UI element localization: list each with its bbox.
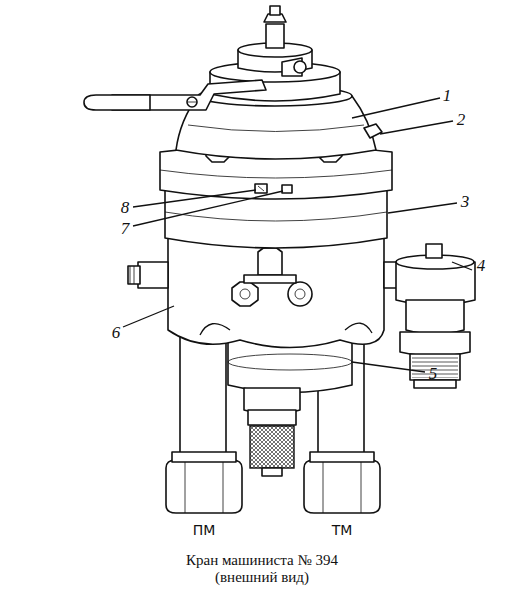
- reducer-valve: [396, 244, 475, 388]
- main-body: [128, 238, 400, 348]
- pipe-label: ТМ: [332, 523, 353, 537]
- figure-caption: Кран машиниста № 394 (внешний вид): [167, 552, 357, 587]
- callout-number: 2: [457, 111, 466, 128]
- callout-number: 4: [477, 257, 486, 274]
- pipe-label: ПМ: [193, 523, 216, 537]
- leader-lines: [123, 98, 472, 372]
- lower-body: [228, 340, 352, 476]
- handle-assembly: [84, 6, 340, 110]
- callout-number: 1: [443, 87, 452, 104]
- callout-number: 5: [429, 365, 438, 382]
- callout-number: 3: [461, 193, 470, 210]
- callout-number: 8: [121, 199, 130, 216]
- callout-number: 6: [112, 324, 121, 341]
- callout-number: 7: [121, 220, 130, 237]
